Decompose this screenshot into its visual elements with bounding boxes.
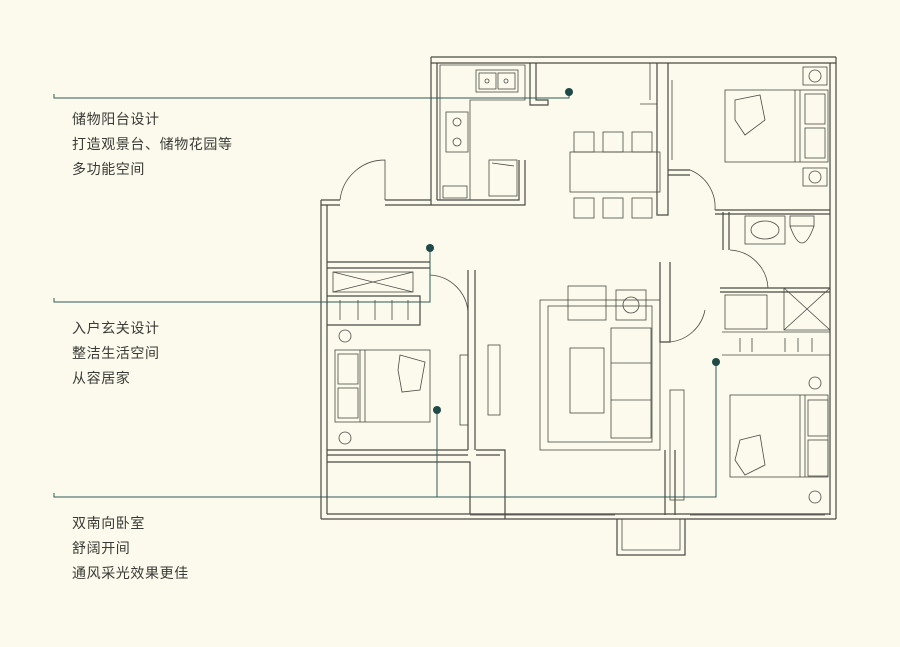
leader-entry [53,248,431,303]
annotation-line: 储物阳台设计 [72,112,160,128]
annotation-line: 整洁生活空间 [72,346,160,362]
annotation-line: 双南向卧室 [72,516,145,532]
marker-entry [426,244,434,252]
dining [569,63,669,219]
marker-storage-balcony [565,88,573,96]
bedroom-northeast [667,66,830,215]
leader-south-bedrooms [53,362,717,498]
annotation-south-bedrooms: 双南向卧室 舒阔开间 通风采光效果更佳 [72,512,189,587]
kitchen [437,63,549,206]
marker-bedroom-southeast [712,358,720,366]
annotation-line: 入户玄关设计 [72,321,160,337]
annotation-line: 通风采光效果更佳 [72,566,189,582]
annotation-storage-balcony: 储物阳台设计 打造观景台、储物花园等 多功能空间 [72,108,233,183]
marker-bedroom-west [433,406,441,414]
annotation-line: 舒阔开间 [72,541,131,557]
bedroom-west [327,329,471,514]
leader-storage-balcony [53,92,570,99]
annotation-entry: 入户玄关设计 整洁生活空间 从容居家 [72,317,160,392]
annotation-line: 打造观景台、储物花园等 [72,137,233,153]
annotation-line: 多功能空间 [72,162,145,178]
bedroom-southeast [729,376,829,504]
living-room [539,262,706,515]
annotation-line: 从容居家 [72,371,131,387]
leader-lines [53,88,720,498]
bay-window [470,514,825,556]
entry-hall [327,159,506,519]
bathroom [720,212,831,356]
